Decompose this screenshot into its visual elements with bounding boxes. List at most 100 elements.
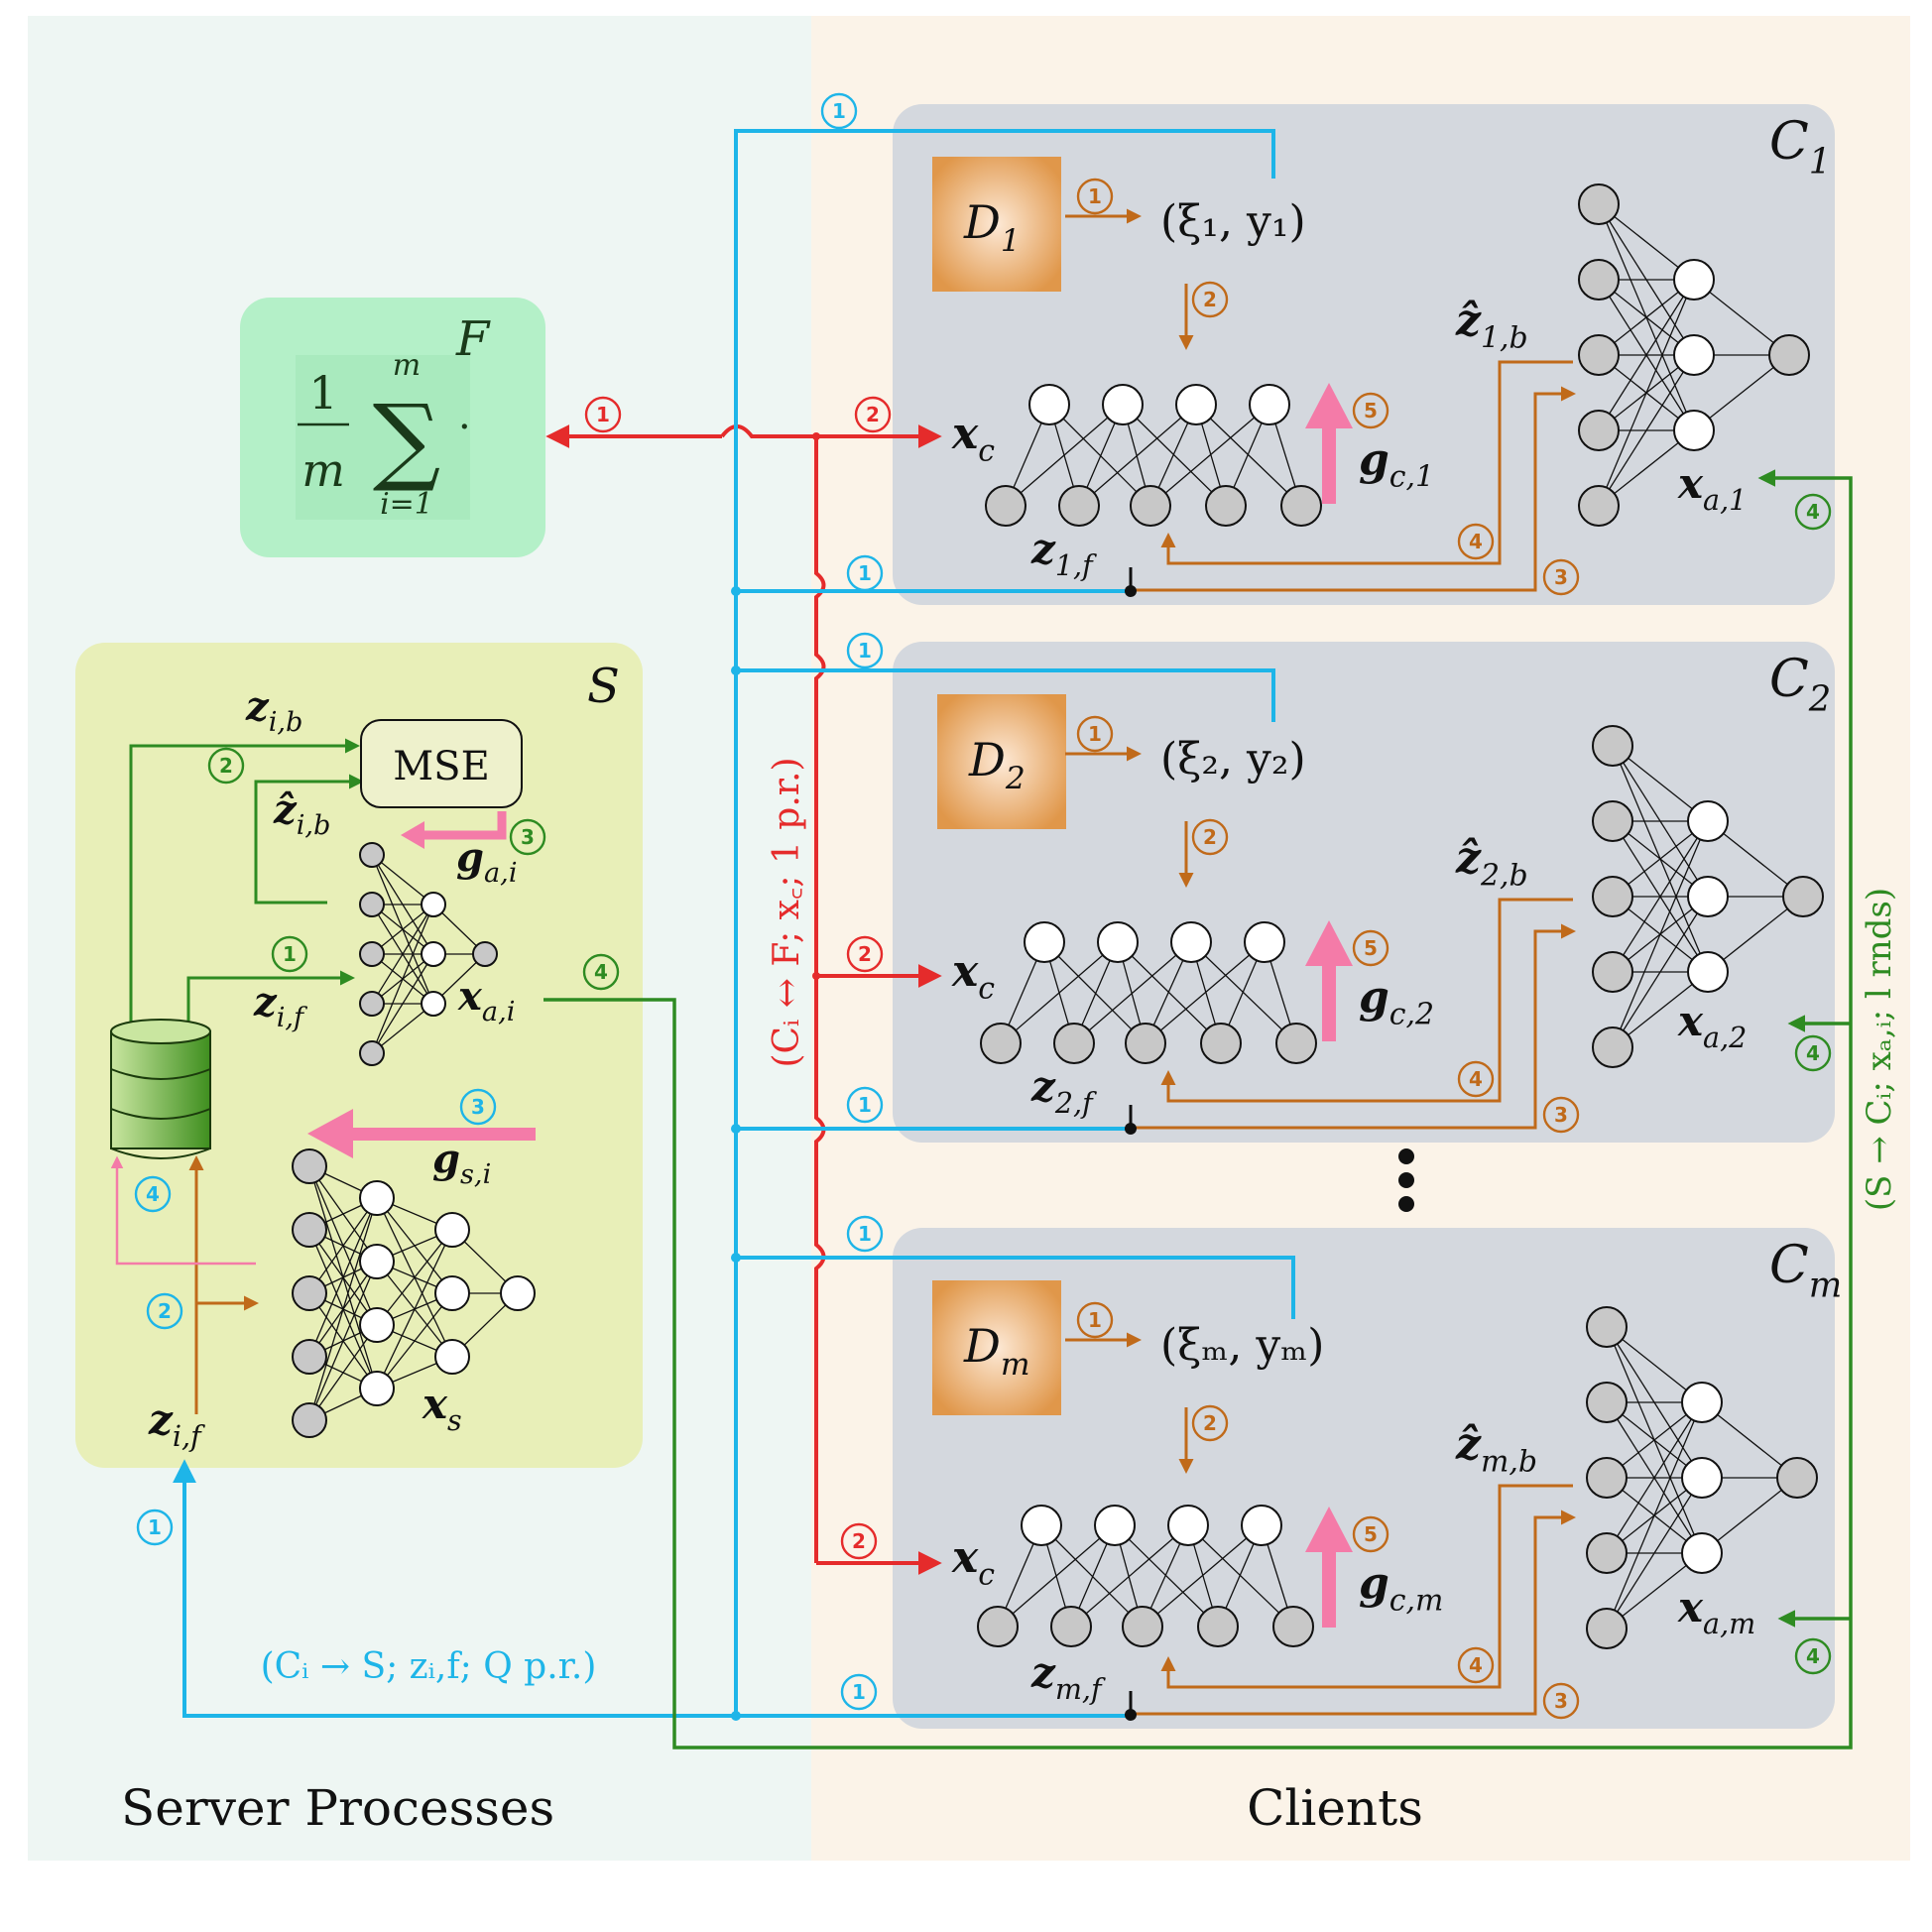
step-badge-number: 1 [283, 942, 297, 966]
net-node [1687, 800, 1729, 842]
step-badge-circle [584, 396, 622, 433]
net-node [421, 892, 446, 917]
step-badge: 3 [459, 1088, 497, 1126]
green-main [543, 469, 1853, 1750]
step-badge-circle [1191, 818, 1229, 856]
step-badge-circle [840, 1522, 878, 1560]
client-box-1 [893, 104, 1835, 605]
net-node [292, 1339, 327, 1375]
net-node [1272, 1606, 1314, 1647]
step-badge-number: 2 [858, 942, 872, 966]
net-node [1024, 921, 1065, 963]
net-node [359, 1371, 395, 1406]
zf-junction [1125, 1123, 1137, 1135]
step-badge-number: 5 [1364, 399, 1378, 423]
net-node [1681, 1532, 1723, 1574]
fed-dot: · [458, 405, 471, 450]
g-a-arrowhead [401, 821, 424, 849]
net-node [1592, 951, 1633, 993]
net-edge [371, 904, 434, 955]
step-badge-circle [459, 1088, 497, 1126]
net-node [1050, 1606, 1092, 1647]
step-badge-number: 4 [1469, 530, 1483, 553]
g-c-bar-1 [1322, 421, 1336, 504]
xa-label-2: xa,2 [1677, 997, 1747, 1054]
step-badge: 5 [1352, 392, 1389, 429]
step-badge-number: 4 [1806, 1041, 1820, 1065]
net-edge [1043, 941, 1147, 1044]
server-xa-label: xa,i [457, 973, 515, 1027]
server-gs-label: gs,i [432, 1136, 491, 1190]
sample-label-1: (ξ₁, y₁) [1160, 196, 1306, 247]
net-node [292, 1212, 327, 1248]
server-xs-label: xs [422, 1380, 462, 1437]
step-badge-circle [820, 92, 858, 130]
net-edge [1122, 404, 1227, 507]
net-node [359, 941, 385, 967]
server-zf-top-label: zi,f [253, 979, 308, 1033]
step-badge-number: 3 [521, 825, 535, 849]
net-edge [1114, 1524, 1219, 1628]
step-badge: 2 [1191, 1404, 1229, 1442]
fed-sum-top: m [393, 348, 421, 383]
net-node [1197, 1606, 1239, 1647]
g-c-bar-2 [1322, 958, 1336, 1041]
step-badge-number: 3 [1554, 1689, 1568, 1713]
server-label: S [587, 659, 620, 714]
server-main-net [292, 1148, 536, 1438]
cyan-to-c2-top [736, 668, 1275, 722]
g-c-arrowhead-1 [1305, 383, 1353, 428]
step-badge: 4 [1457, 1646, 1495, 1684]
cyan-link-group [173, 129, 1295, 1718]
net-node [472, 941, 498, 967]
step-badge: 1 [846, 1086, 884, 1124]
xa-label-1: xa,1 [1677, 459, 1747, 517]
net-edge [1606, 1401, 1703, 1554]
net-edge [1070, 1524, 1189, 1628]
brown-step3 [1131, 1509, 1576, 1716]
server-green-zf [186, 970, 355, 1029]
gc-label-1: gc,1 [1359, 434, 1434, 494]
net-node [359, 1244, 395, 1279]
step-badge-number: 2 [1203, 825, 1217, 849]
net-edge [308, 1197, 378, 1294]
step-badge-number: 4 [1469, 1067, 1483, 1091]
step-badge: 3 [1542, 558, 1580, 596]
net-node [359, 1040, 385, 1066]
client-encoder-net-1 [985, 384, 1322, 527]
net-node [1586, 1457, 1628, 1499]
net-edge [1598, 279, 1695, 431]
net-node [1592, 1026, 1633, 1068]
g-s-gradient-bar [347, 1128, 536, 1141]
net-edge [1195, 404, 1302, 507]
red-hop [720, 424, 816, 438]
step-badge-circle [846, 1215, 884, 1253]
net-node [1170, 921, 1212, 963]
brown-step4 [1160, 1484, 1573, 1689]
mse-label: MSE [393, 744, 490, 789]
net-edge [371, 1003, 434, 1054]
step-badge: 4 [582, 953, 620, 991]
step-badge-number: 2 [866, 403, 880, 426]
net-edge [1598, 279, 1695, 507]
g-c-arrowhead-3 [1305, 1507, 1353, 1552]
net-node [1673, 259, 1715, 301]
net-node [1592, 725, 1633, 767]
step-badge-circle [509, 818, 546, 856]
net-edge [1187, 1524, 1294, 1628]
step-badge-number: 1 [1088, 722, 1102, 746]
step-badge-circle [1352, 392, 1389, 429]
step-badge: 2 [840, 1522, 878, 1560]
net-edge [1117, 941, 1222, 1044]
zhat-label-2: ẑ2,b [1455, 833, 1528, 893]
cyan-junctions [731, 586, 741, 1721]
gc-label-2: gc,2 [1359, 972, 1434, 1031]
net-edge [376, 1292, 453, 1389]
step-badge-circle [134, 1175, 172, 1213]
net-node [1053, 1023, 1095, 1064]
step-badge: 4 [1457, 1060, 1495, 1098]
net-node [1776, 1457, 1818, 1499]
brown-step4 [1160, 898, 1573, 1103]
step-badge-circle [1352, 1515, 1389, 1553]
